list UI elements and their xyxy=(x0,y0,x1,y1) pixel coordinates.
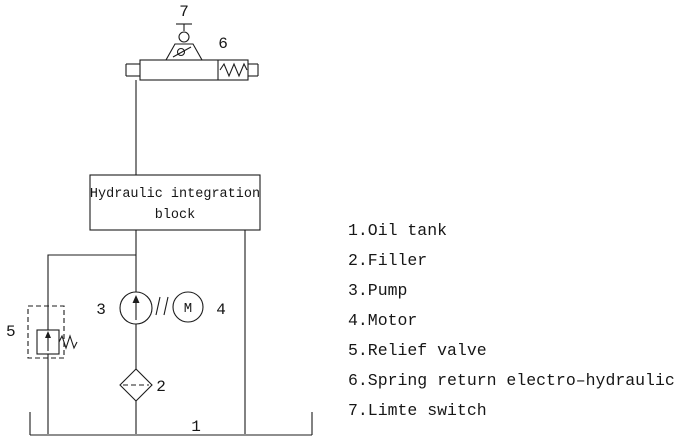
oil-tank-icon xyxy=(29,412,313,436)
pump-icon xyxy=(119,291,153,325)
legend-item-spring-return-valve: 6.Spring return electro–hydraulic xyxy=(348,371,675,390)
valve-pilot-head-icon xyxy=(165,43,203,61)
legend-item-motor: 4.Motor xyxy=(348,311,417,330)
motor-icon: M xyxy=(172,291,204,323)
label-relief-valve: 5 xyxy=(6,323,16,341)
integration-block: Hydraulic integration block xyxy=(89,174,261,231)
block-label-line2: block xyxy=(155,208,196,223)
label-filter: 2 xyxy=(156,378,166,396)
label-valve: 6 xyxy=(218,35,228,53)
legend-item-filler: 2.Filler xyxy=(348,251,427,270)
legend-item-oil-tank: 1.Oil tank xyxy=(348,221,447,240)
motor-letter: M xyxy=(184,301,192,317)
shaft-coupling-icon xyxy=(155,296,169,316)
spring-return-valve-icon xyxy=(125,59,259,81)
legend: 1.Oil tank 2.Filler 3.Pump 4.Motor 5.Rel… xyxy=(348,221,675,420)
pipe-branch-to-relief xyxy=(47,254,136,330)
spring-icon xyxy=(219,62,248,78)
relief-valve-icon xyxy=(27,305,78,359)
relief-spring-icon xyxy=(58,334,78,350)
legend-item-pump: 3.Pump xyxy=(348,281,407,300)
label-tank: 1 xyxy=(191,418,201,436)
limit-switch-icon xyxy=(176,23,192,43)
legend-item-relief-valve: 5.Relief valve xyxy=(348,341,487,360)
block-label-line1: Hydraulic integration xyxy=(90,187,260,202)
label-motor: 4 xyxy=(216,301,226,319)
label-pump: 3 xyxy=(96,301,106,319)
filter-icon xyxy=(119,368,153,402)
label-limit-switch: 7 xyxy=(179,3,189,21)
legend-item-limit-switch: 7.Limte switch xyxy=(348,401,487,420)
